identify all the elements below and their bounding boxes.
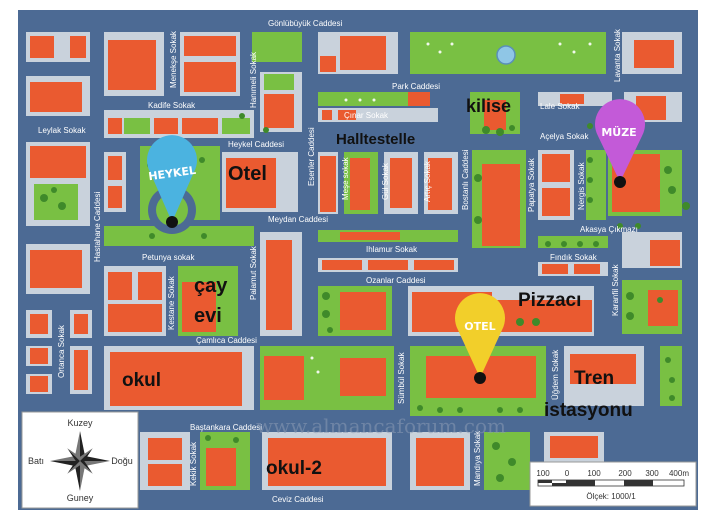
- street-findik: Fındık Sokak: [550, 253, 598, 262]
- label-istasyonu: istasyonu: [544, 400, 633, 421]
- museum-pin-label: MÜZE: [601, 125, 636, 139]
- street-gonlubuyuk: Gönlübüyük Caddesi: [268, 19, 342, 28]
- compass-east: Doğu: [111, 456, 133, 466]
- street-menekse: Menekşe Sokak: [169, 30, 178, 88]
- street-leylak: Leylak Sokak: [38, 126, 87, 135]
- street-ugdem: Üğdem Sokak: [551, 349, 560, 400]
- compass-west: Batı: [28, 456, 44, 466]
- street-petunya: Petunya sokak: [142, 253, 195, 262]
- street-labels: Gönlübüyük Caddesi Park Caddesi Kadife S…: [38, 19, 638, 504]
- street-papatya: Papatya Sokak: [527, 157, 536, 212]
- street-kekik: Kekik Sokak: [189, 441, 198, 486]
- scale-tick-1: 0: [565, 469, 570, 478]
- museum-pin[interactable]: MÜZE: [595, 99, 645, 188]
- street-bastankara: Baştankara Caddesi: [190, 423, 262, 432]
- street-meydan: Meydan Caddesi: [268, 215, 328, 224]
- flower-dots: [310, 42, 592, 374]
- street-lavanta: Lavanta Sokak: [613, 28, 622, 82]
- trees: [40, 113, 690, 482]
- street-gul: Gül Sokak: [381, 162, 390, 200]
- compass-rose-icon: [50, 431, 110, 491]
- street-artic: Artıç Sokak: [423, 160, 432, 202]
- street-esenler: Esenler Caddesi: [307, 127, 316, 186]
- street-park: Park Caddesi: [392, 82, 440, 91]
- street-mese: Meşe sokak: [341, 156, 350, 200]
- compass: Kuzey Guney Batı Doğu: [21, 411, 139, 509]
- watermark: www.almancaforum.com: [256, 414, 506, 438]
- street-ortanca: Ortanca Sokak: [57, 324, 66, 378]
- street-nergis: Nergis Sokak: [577, 161, 586, 210]
- street-palamut: Palamut Sokak: [249, 245, 258, 300]
- street-ozanlar: Ozanlar Caddesi: [366, 276, 426, 285]
- hotel-pin-label: OTEL: [464, 320, 495, 333]
- street-bostanli: Bostanlı Caddesi: [461, 149, 470, 210]
- scale-tick-4: 300: [645, 469, 659, 478]
- scale-tick-3: 200: [618, 469, 632, 478]
- label-okul2: okul-2: [266, 458, 322, 479]
- label-cay: çay: [194, 275, 228, 297]
- label-tren: Tren: [574, 368, 614, 389]
- compass-north: Kuzey: [67, 418, 93, 428]
- street-mandiya: Mandıya Sokak: [473, 430, 482, 486]
- label-kilise: kilise: [466, 96, 511, 116]
- label-evi: evi: [194, 305, 222, 327]
- scale-caption: Ölçek: 1000/1: [586, 492, 636, 501]
- scale-tick-2: 100: [587, 469, 601, 478]
- park-fountain: [496, 45, 516, 65]
- scale-bar: 100 0 100 200 300 400m Ölçek: 1000/1: [529, 461, 697, 507]
- city-blocks: [26, 32, 682, 490]
- street-ihlamur: Ihlamur Sokak: [366, 245, 418, 254]
- street-heykel: Heykel Caddesi: [228, 140, 284, 149]
- place-labels: kilise Halltestelle Otel çay evi Pizzacı…: [122, 96, 633, 479]
- label-otel: Otel: [228, 163, 267, 185]
- compass-south: Guney: [67, 493, 94, 503]
- street-kestane: Kestane Sokak: [167, 275, 176, 330]
- street-hanimeli: Hanımeli Sokak: [249, 51, 258, 108]
- street-hastahane: Hastahane Caddesi: [93, 192, 102, 262]
- scale-tick-5: 400m: [669, 469, 689, 478]
- scale-tick-0: 100: [536, 469, 550, 478]
- hotel-pin[interactable]: OTEL: [454, 293, 506, 384]
- street-akasya: Akasya Çıkmazı: [580, 225, 638, 234]
- street-kadife: Kadife Sokak: [148, 101, 196, 110]
- street-sumbul: Sümbül Sokak: [397, 351, 406, 404]
- label-pizzaci: Pizzacı: [518, 290, 581, 311]
- street-acelya: Açelya Sokak: [540, 132, 589, 141]
- street-ceviz: Ceviz Caddesi: [272, 495, 324, 504]
- street-lale: Lale Sokak: [540, 102, 581, 111]
- street-camlica: Çamlıca Caddesi: [196, 336, 257, 345]
- street-cinar: Çınar Sokak: [344, 111, 389, 120]
- label-okul: okul: [122, 370, 161, 391]
- label-halltestelle: Halltestelle: [336, 131, 415, 148]
- statue-pin[interactable]: HEYKEL: [147, 135, 197, 228]
- street-karanfil: Karanfil Sokak: [611, 263, 620, 316]
